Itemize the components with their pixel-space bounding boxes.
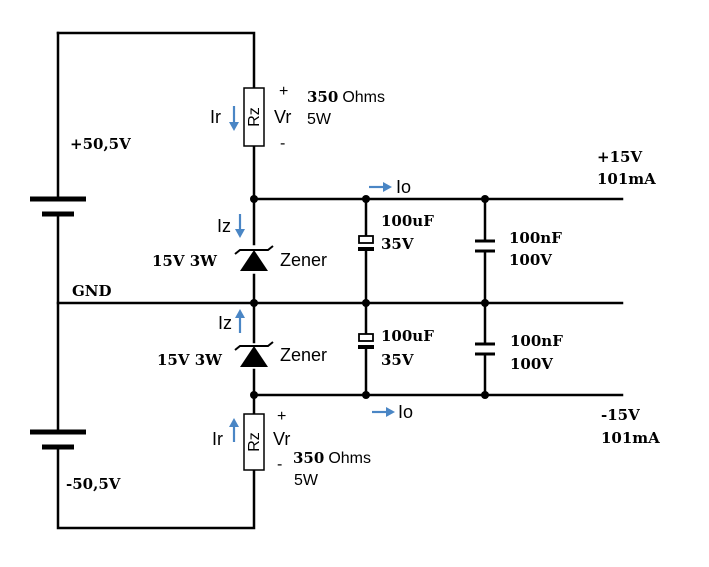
bottom-zener-current-label: Iz bbox=[218, 313, 232, 333]
resistor-bottom-body bbox=[243, 413, 265, 471]
top-ceramic-voltage: 100V bbox=[509, 251, 552, 269]
resistor-top-body bbox=[243, 87, 265, 147]
wire-top-loop bbox=[56, 31, 256, 90]
bottom-ceramic-voltage: 100V bbox=[510, 355, 553, 373]
top-resistor-current-label: Ir bbox=[210, 107, 221, 127]
bottom-resistor-voltage-label: Vr bbox=[273, 429, 290, 449]
ground-label: GND bbox=[72, 282, 112, 300]
arrow-up-icon bbox=[235, 309, 245, 318]
electrolytic-top-positive-plate bbox=[358, 235, 374, 244]
top-output-current-label: Io bbox=[396, 177, 411, 197]
zener-top bbox=[234, 245, 274, 271]
zener-bottom bbox=[234, 341, 274, 367]
bottom-electrolytic-voltage: 35V bbox=[381, 351, 414, 369]
electrolytic-bottom-positive-plate bbox=[358, 333, 374, 342]
top-electrolytic-voltage: 35V bbox=[381, 235, 414, 253]
top-resistor-minus: - bbox=[280, 135, 285, 152]
arrow-down-icon bbox=[229, 122, 239, 131]
top-output-load: 101mA bbox=[597, 170, 656, 188]
bottom-zener-rating: 15V 3W bbox=[157, 351, 223, 369]
positive-supply-label: +50,5V bbox=[70, 135, 131, 153]
battery-bottom bbox=[30, 429, 86, 450]
top-resistor-power: 5W bbox=[307, 111, 332, 128]
resistor-top-name: Rz bbox=[246, 107, 263, 127]
wire-bottom-loop bbox=[56, 446, 256, 530]
zener-bottom-triangle bbox=[240, 346, 268, 367]
node bbox=[250, 391, 258, 399]
top-resistor-plus: + bbox=[279, 83, 288, 100]
bottom-resistor-current-label: Ir bbox=[212, 429, 223, 449]
bottom-ceramic-capacitance: 100nF bbox=[510, 332, 563, 350]
electrolytic-top bbox=[358, 235, 374, 251]
arrow-right-icon bbox=[383, 182, 392, 192]
node bbox=[481, 391, 489, 399]
node bbox=[481, 299, 489, 307]
top-ceramic-capacitance: 100nF bbox=[509, 229, 562, 247]
battery-top bbox=[30, 196, 86, 217]
node bbox=[362, 195, 370, 203]
negative-supply-label: -50,5V bbox=[66, 475, 121, 493]
bottom-resistor-plus: + bbox=[277, 408, 286, 425]
top-zener-label: Zener bbox=[280, 250, 327, 270]
bottom-output-load: 101mA bbox=[601, 429, 660, 447]
node bbox=[250, 195, 258, 203]
bottom-electrolytic-capacitance: 100uF bbox=[381, 327, 434, 345]
bottom-output-voltage: -15V bbox=[601, 406, 640, 424]
zener-top-bar bbox=[234, 245, 274, 255]
zener-bottom-bar bbox=[234, 341, 274, 351]
bottom-output-current-label: Io bbox=[398, 402, 413, 422]
arrow-down-icon bbox=[235, 229, 245, 238]
resistor-top: Rz bbox=[243, 87, 265, 147]
arrow-right-icon bbox=[386, 407, 395, 417]
resistor-bottom-name: Rz bbox=[246, 432, 263, 452]
top-resistor-resistance-unit: Ohms bbox=[342, 89, 385, 106]
ceramic-top bbox=[475, 239, 495, 253]
bottom-zener-label: Zener bbox=[280, 345, 327, 365]
resistor-bottom: Rz bbox=[243, 413, 265, 471]
arrow-up-icon bbox=[229, 418, 239, 427]
wires bbox=[56, 31, 624, 530]
top-zener-current-label: Iz bbox=[217, 216, 231, 236]
node bbox=[362, 299, 370, 307]
top-resistor-voltage-label: Vr bbox=[274, 107, 291, 127]
node bbox=[362, 391, 370, 399]
junction-nodes bbox=[250, 195, 489, 399]
zener-top-triangle bbox=[240, 250, 268, 271]
node bbox=[481, 195, 489, 203]
top-electrolytic-capacitance: 100uF bbox=[381, 212, 434, 230]
electrolytic-bottom bbox=[358, 333, 374, 349]
node bbox=[250, 299, 258, 307]
top-resistor-resistance: 350 bbox=[307, 88, 338, 106]
ceramic-bottom bbox=[475, 342, 495, 356]
bottom-resistor-resistance: 350 bbox=[293, 449, 324, 467]
bottom-resistor-resistance-unit: Ohms bbox=[328, 450, 371, 467]
bottom-resistor-power: 5W bbox=[294, 472, 319, 489]
top-zener-rating: 15V 3W bbox=[152, 252, 218, 270]
top-output-voltage: +15V bbox=[597, 148, 642, 166]
current-arrows bbox=[229, 106, 395, 442]
bottom-resistor-minus: - bbox=[277, 456, 282, 473]
